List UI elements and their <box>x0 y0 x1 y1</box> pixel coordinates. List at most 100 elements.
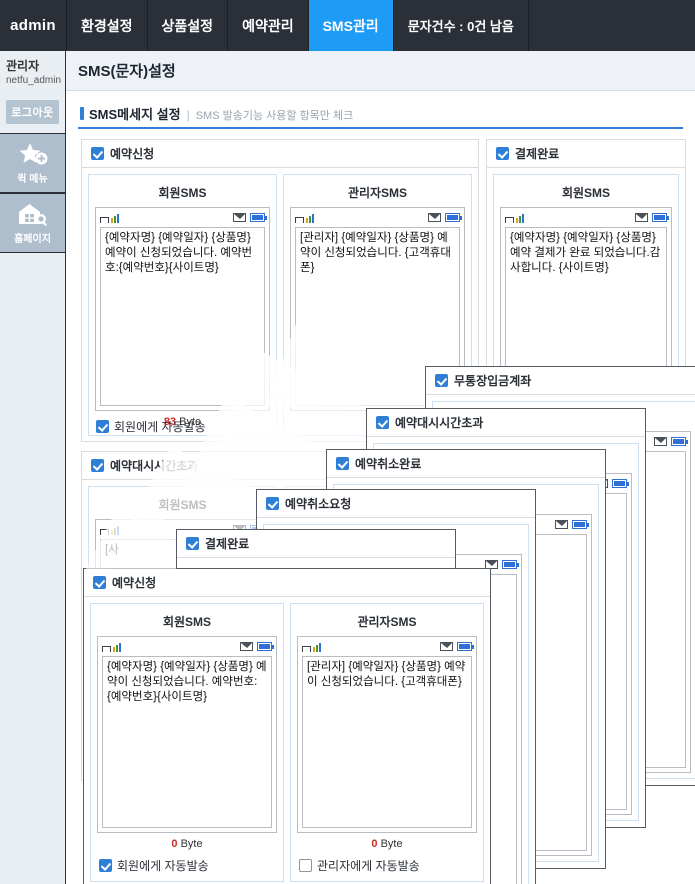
panel-enable-checkbox[interactable] <box>93 576 106 589</box>
member-byte-count: 0 Byte <box>97 833 277 852</box>
member-autosend-label: 회원에게 자동발송 <box>114 420 206 434</box>
nav-spacer <box>529 0 695 51</box>
battery-icon <box>445 213 462 222</box>
sidebar-item-quick-menu-label: 퀵 메뉴 <box>17 173 48 185</box>
admin-byte-value: 0 <box>371 838 378 850</box>
battery-icon <box>250 213 267 222</box>
admin-sms-title: 관리자SMS <box>347 186 408 200</box>
member-autosend-row[interactable]: 회원에게 자동발송 <box>97 852 277 876</box>
sms-credit-info: 문자건수 : 0건 남음 <box>394 0 529 51</box>
signal-bars-icon <box>295 213 317 223</box>
nav-tab-reservation-mgmt[interactable]: 예약관리 <box>228 0 309 51</box>
sidebar-item-quick-menu[interactable]: 퀵 메뉴 <box>0 133 65 193</box>
sidebar: 관리자 netfu_admin 로그아웃 퀵 메뉴 <box>0 51 66 884</box>
member-byte-value: 0 <box>171 838 178 850</box>
logout-button[interactable]: 로그아웃 <box>6 100 59 124</box>
battery-icon <box>502 560 519 569</box>
panel-reserve-request-drag: 예약신청 회원SMS {예약자명} {예약일자} {상품명} 예약이 신청되었습… <box>83 568 491 884</box>
battery-icon <box>257 642 274 651</box>
phone-mock: {예약자명} {예약일자} {상품명} 예약이 신청되었습니다. 예약번호:{예… <box>95 207 270 411</box>
admin-autosend-label: 관리자에게 자동발송 <box>317 859 420 873</box>
panel-header: 결제완료 <box>487 140 685 168</box>
panel-enable-checkbox[interactable] <box>336 457 349 470</box>
nav-tab-product-settings[interactable]: 상품설정 <box>148 0 229 51</box>
panel-enable-checkbox[interactable] <box>376 416 389 429</box>
member-autosend-label: 회원에게 자동발송 <box>117 859 209 873</box>
panel-header: 예약취소요청 <box>257 490 535 518</box>
phone-status-bar <box>100 211 267 224</box>
member-message-text[interactable]: {예약자명} {예약일자} {상품명} 예약이 신청되었습니다. 예약번호:{예… <box>102 656 272 828</box>
nav-tab-env-settings[interactable]: 환경설정 <box>67 0 148 51</box>
panel-title: 결제완료 <box>205 537 250 551</box>
section-separator: | <box>186 108 190 122</box>
envelope-icon <box>428 213 441 222</box>
brand-logo[interactable]: admin <box>0 0 67 51</box>
panel-enable-checkbox[interactable] <box>91 459 104 472</box>
panel-header: 예약신청 <box>84 569 490 597</box>
signal-bars-icon <box>100 213 122 223</box>
nav-tab-sms-mgmt[interactable]: SMS관리 <box>308 0 394 51</box>
member-message-text[interactable]: {예약자명} {예약일자} {상품명} 예약이 신청되었습니다. 예약번호:{예… <box>100 227 265 406</box>
envelope-icon <box>485 560 498 569</box>
section-divider <box>78 127 683 129</box>
panel-title: 예약대시시간초과 <box>395 416 484 430</box>
sidebar-item-homepage-label: 홈페이지 <box>14 233 51 245</box>
member-autosend-checkbox[interactable] <box>99 859 112 872</box>
section-description: SMS 발송기능 사용할 항목만 체크 <box>195 110 354 122</box>
phone-status-bar <box>295 211 462 224</box>
panel-header: 예약신청 <box>82 140 478 168</box>
panel-title: 예약취소완료 <box>355 457 422 471</box>
byte-unit: Byte <box>180 838 203 850</box>
member-sms-title: 회원SMS <box>158 186 207 200</box>
signal-bars-icon <box>302 642 324 652</box>
panel-header: 결제완료 <box>177 530 455 558</box>
member-byte-value: 83 <box>163 416 177 428</box>
admin-sms-title: 관리자SMS <box>357 615 417 629</box>
section-header: SMS메세지 설정 | SMS 발송기능 사용할 항목만 체크 <box>66 91 695 123</box>
battery-icon <box>457 642 474 651</box>
sidebar-item-homepage[interactable]: 홈페이지 <box>0 193 65 253</box>
panel-header: 예약취소완료 <box>327 450 605 478</box>
admin-message-text[interactable]: [관리자] {예약일자} {상품명} 예약이 신청되었습니다. {고객휴대폰} <box>302 656 472 828</box>
panel-enable-checkbox[interactable] <box>186 537 199 550</box>
signal-bars-icon <box>100 525 122 535</box>
sidebar-user-block: 관리자 netfu_admin <box>0 51 65 92</box>
envelope-icon <box>654 437 667 446</box>
panel-title: 예약대시시간초과 <box>110 459 199 473</box>
section-accent-bar <box>80 107 84 120</box>
admin-sms-card: 관리자SMS [관리자] {예약일자} {상품명} 예약이 신청되었습니다. {… <box>290 603 484 882</box>
member-autosend-row[interactable]: 회원에게 자동발송 <box>94 413 206 437</box>
member-sms-title: 회원SMS <box>158 498 207 512</box>
star-plus-icon <box>17 142 49 168</box>
envelope-icon <box>440 642 453 651</box>
phone-mock: {예약자명} {예약일자} {상품명} 예약이 신청되었습니다. 예약번호:{예… <box>97 636 277 833</box>
member-sms-card: 회원SMS {예약자명} {예약일자} {상품명} 예약이 신청되었습니다. 예… <box>90 603 284 882</box>
phone-status-bar <box>505 211 669 224</box>
member-sms-title: 회원SMS <box>561 186 611 200</box>
sidebar-user-role: 관리자 <box>6 59 40 73</box>
panel-enable-checkbox[interactable] <box>266 497 279 510</box>
main-content: SMS(문자)설정 SMS메세지 설정 | SMS 발송기능 사용할 항목만 체… <box>66 51 695 884</box>
battery-icon <box>671 437 688 446</box>
phone-status-bar <box>302 640 474 653</box>
panel-enable-checkbox[interactable] <box>91 147 104 160</box>
envelope-icon <box>555 520 568 529</box>
house-search-icon <box>17 202 49 228</box>
admin-autosend-row[interactable]: 관리자에게 자동발송 <box>297 852 477 876</box>
envelope-icon <box>240 642 253 651</box>
panel-enable-checkbox[interactable] <box>496 147 509 160</box>
top-navigation-bar: admin 환경설정 상품설정 예약관리 SMS관리 문자건수 : 0건 남음 <box>0 0 695 51</box>
admin-autosend-checkbox[interactable] <box>299 859 312 872</box>
panel-header: 무통장입금계좌 <box>426 367 695 395</box>
admin-byte-count: 0 Byte <box>297 833 477 852</box>
byte-unit: Byte <box>380 838 403 850</box>
member-autosend-checkbox[interactable] <box>96 420 109 433</box>
page-header: SMS(문자)설정 <box>66 51 695 91</box>
phone-status-bar <box>102 640 274 653</box>
panel-title: 결제완료 <box>515 147 560 161</box>
panel-title: 무통장입금계좌 <box>454 374 532 388</box>
panel-header: 예약대시시간초과 <box>367 409 645 437</box>
signal-bars-icon <box>102 642 124 652</box>
battery-icon <box>572 520 589 529</box>
panel-enable-checkbox[interactable] <box>435 374 448 387</box>
